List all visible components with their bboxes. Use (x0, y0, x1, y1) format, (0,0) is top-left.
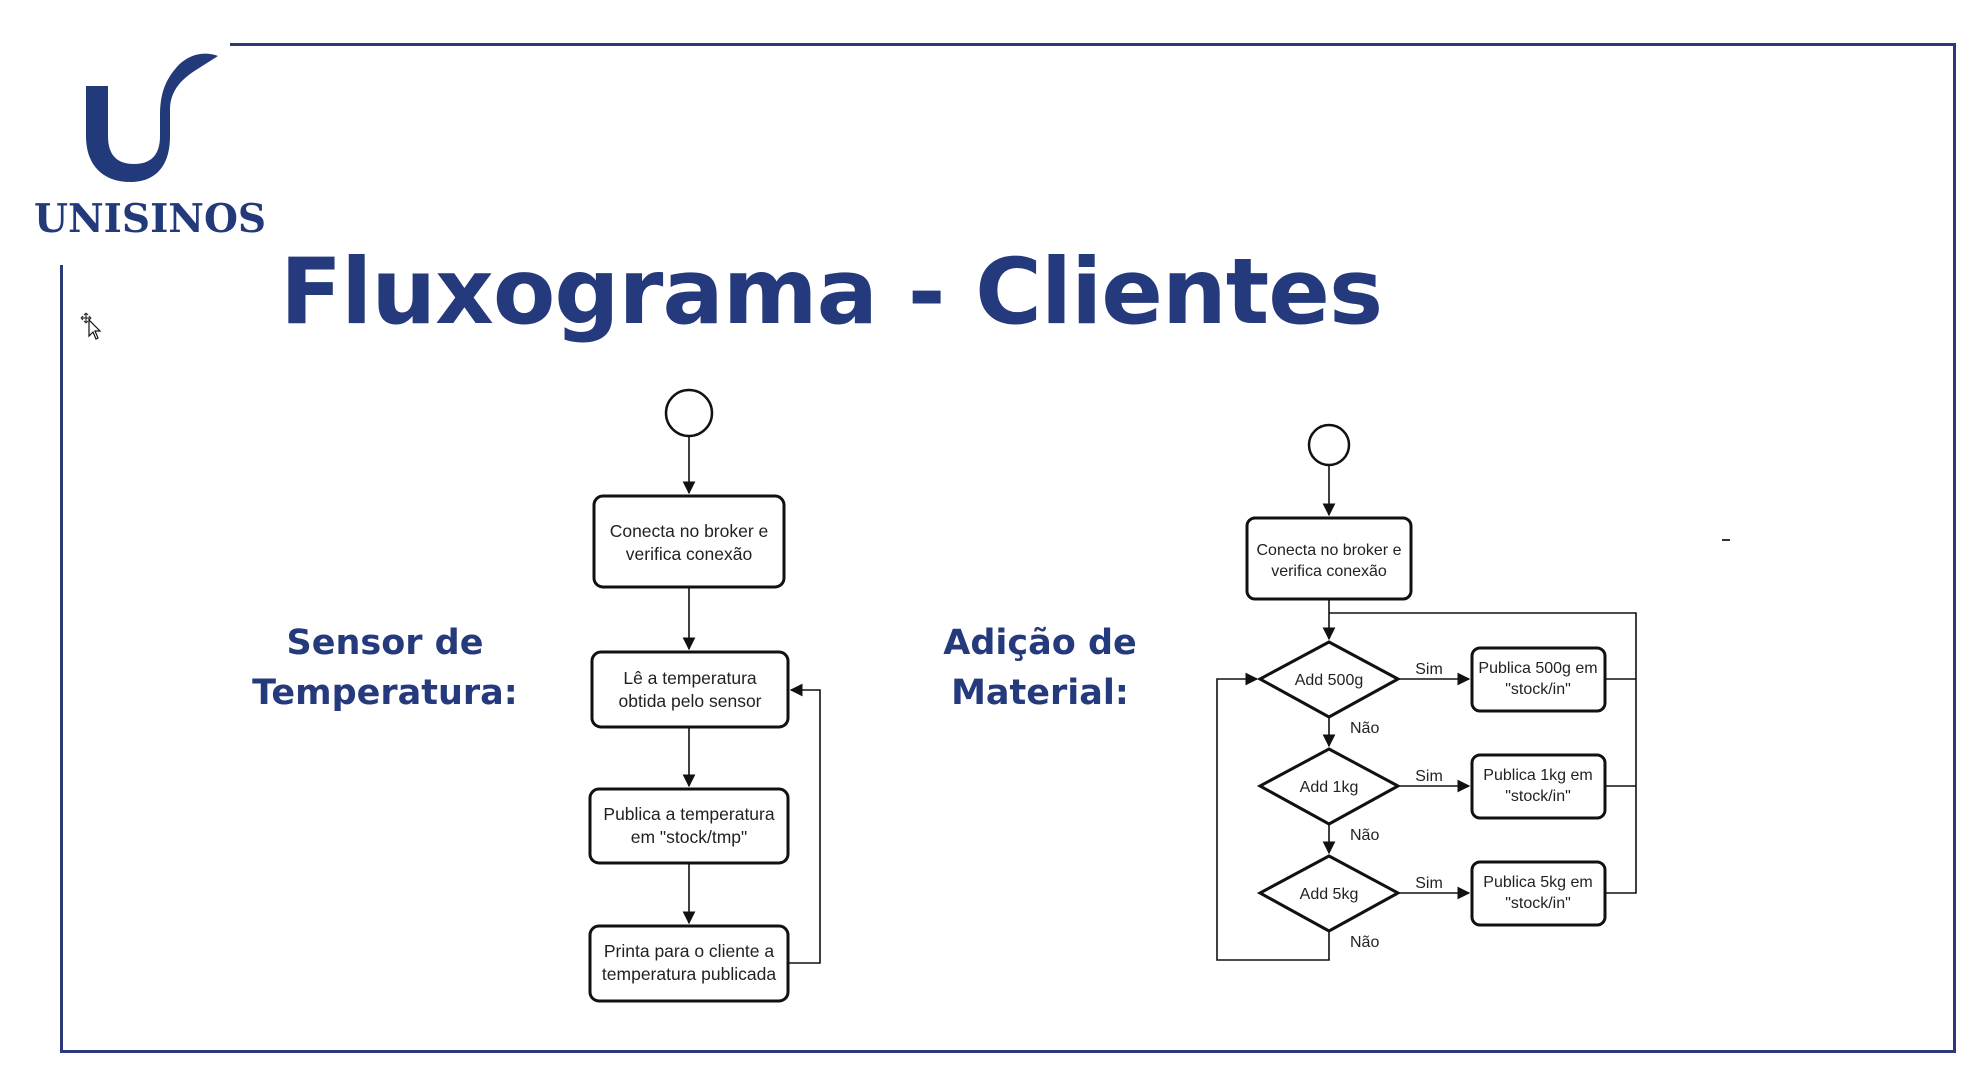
material-no-label-1: Não (1350, 827, 1379, 844)
material-node-pub500-line1: Publica 500g em (1478, 660, 1597, 677)
material-node-pub500-line2: "stock/in" (1505, 681, 1571, 698)
material-label-line1: Adição de (943, 623, 1137, 663)
material-no-label-5: Não (1350, 934, 1379, 951)
frame-top-line (230, 43, 1956, 46)
sensor-node-read-line1: Lê a temperatura (623, 668, 757, 688)
material-yes-label-500: Sim (1415, 661, 1443, 678)
material-edge-add5-no-loop (1216, 672, 1330, 961)
sensor-node-connect-line2: verifica conexão (626, 544, 752, 564)
frame-left-line (60, 265, 63, 1053)
sensor-edge-loop-back (788, 683, 821, 964)
sensor-node-publish-line1: Publica a temperatura (603, 804, 774, 824)
material-start-node (1307, 423, 1351, 467)
material-yes-label-5: Sim (1415, 875, 1443, 892)
material-node-connect-line2: verifica conexão (1271, 563, 1387, 580)
material-decision-add500-label: Add 500g (1295, 672, 1364, 689)
material-node-pub500 (1470, 646, 1607, 713)
material-node-pub5-line1: Publica 5kg em (1483, 874, 1592, 891)
page-title: Fluxograma - Clientes (280, 240, 1383, 345)
sensor-node-publish (588, 787, 790, 865)
material-node-pub1-line2: "stock/in" (1505, 788, 1571, 805)
sensor-node-print-line2: temperatura publicada (602, 964, 776, 984)
sensor-node-read-line2: obtida pelo sensor (618, 691, 761, 711)
sensor-node-print-line1: Printa para o cliente a (604, 941, 775, 961)
material-node-pub5 (1470, 860, 1607, 927)
move-cursor-icon (80, 312, 102, 340)
material-label-line2: Material: (951, 673, 1129, 713)
material-node-connect-line1: Conecta no broker e (1257, 542, 1402, 559)
sensor-node-publish-line2: em "stock/tmp" (631, 827, 747, 847)
material-decision-add1-label: Add 1kg (1300, 779, 1359, 796)
sensor-label-line2: Temperatura: (252, 673, 518, 713)
material-section-label: Adição de Material: (910, 618, 1170, 718)
sensor-section-label: Sensor de Temperatura: (250, 618, 520, 718)
unisinos-logo-icon (86, 53, 218, 182)
material-decision-add5-label: Add 5kg (1300, 886, 1359, 903)
frame-right-line (1953, 43, 1956, 1053)
material-yes-label-1: Sim (1415, 768, 1443, 785)
frame-bottom-line (60, 1050, 1956, 1053)
brand-name: UNISINOS (34, 196, 267, 242)
sensor-node-connect (592, 494, 786, 589)
sensor-start-node (664, 388, 714, 438)
stray-mark (1722, 539, 1730, 541)
sensor-flowchart: Conecta no broker e verifica conexão Lê … (588, 388, 821, 1003)
material-node-pub1-line1: Publica 1kg em (1483, 767, 1592, 784)
material-edge-return-top (1329, 612, 1637, 894)
material-flowchart: Conecta no broker e verifica conexão Add… (1216, 423, 1637, 961)
sensor-node-connect-line1: Conecta no broker e (610, 521, 769, 541)
material-node-pub1 (1470, 753, 1607, 820)
material-node-pub5-line2: "stock/in" (1505, 895, 1571, 912)
material-no-label-500: Não (1350, 720, 1379, 737)
sensor-label-line1: Sensor de (286, 623, 484, 663)
sensor-node-read (590, 650, 790, 729)
